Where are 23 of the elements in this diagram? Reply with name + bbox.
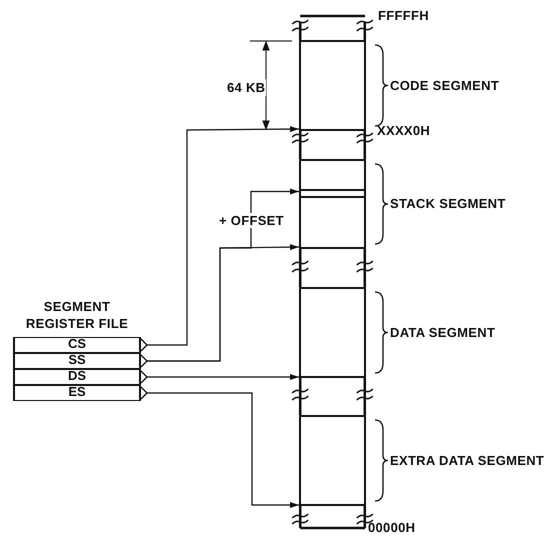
memory-segment (299, 159, 366, 249)
register-row: SS (13, 353, 141, 369)
register-file-heading: SEGMENT REGISTER FILE (24, 298, 130, 332)
register-row: ES (13, 385, 141, 401)
arrow (147, 392, 299, 508)
segment-label: DATA SEGMENT (390, 324, 496, 340)
stack-location-band (298, 189, 366, 198)
memory-segment (299, 287, 366, 378)
address-label: FFFFFH (378, 8, 429, 23)
segment-label: EXTRA DATA SEGMENT (390, 452, 544, 468)
register-row: CS (13, 337, 141, 353)
arrow (147, 126, 299, 346)
dimension-label: 64 KB (226, 79, 266, 96)
memory-segment (299, 40, 366, 131)
address-label: XXXX0H (377, 123, 430, 138)
register-row: DS (13, 369, 141, 385)
segment-label: STACK SEGMENT (390, 196, 506, 211)
segment-label: CODE SEGMENT (390, 78, 500, 92)
memory-segment (299, 415, 366, 506)
address-label: 00000H (368, 520, 416, 535)
arrow (147, 374, 299, 380)
edge-label: + OFFSET (218, 213, 285, 228)
arrow (147, 188, 299, 362)
